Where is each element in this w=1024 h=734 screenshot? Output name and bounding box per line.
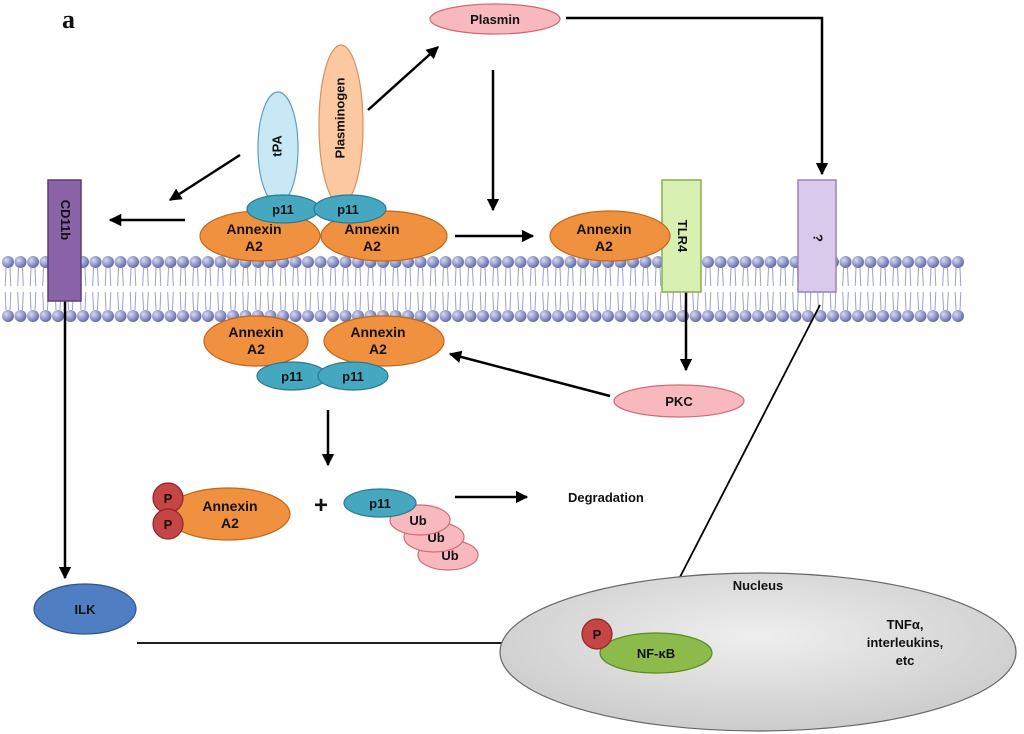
p11-inner-left: p11 bbox=[256, 361, 328, 391]
ub-label: Ub bbox=[409, 513, 426, 528]
pkc-molecule: PKC bbox=[613, 384, 745, 418]
phospho-annexin-a2: Annexin A2 P P bbox=[152, 482, 291, 541]
annexin-label-a2: A2 bbox=[245, 238, 263, 254]
annexin-label-a2: A2 bbox=[363, 238, 381, 254]
ilk-label: ILK bbox=[75, 602, 97, 617]
p11-label: p11 bbox=[272, 202, 294, 217]
cd11b-receptor: CD11b bbox=[47, 179, 82, 302]
annexin-label: Annexin bbox=[344, 221, 399, 237]
annexin-label-a2: A2 bbox=[595, 238, 613, 254]
plasminogen-label: Plasminogen bbox=[332, 77, 347, 158]
phosphate-label: P bbox=[593, 627, 602, 642]
plasmin-shape bbox=[429, 3, 561, 35]
cd11b-bar bbox=[47, 179, 82, 302]
pathway-arrows bbox=[58, 16, 844, 658]
annexin-label: Annexin bbox=[226, 221, 281, 237]
output-line-1: TNFα, bbox=[887, 617, 924, 632]
phosphate-circle bbox=[581, 618, 613, 650]
p11-label: p11 bbox=[342, 369, 364, 384]
annexin-a2-inner-right: Annexin A2 bbox=[323, 315, 445, 367]
arrow-plasminogen-to-plasmin bbox=[367, 46, 439, 111]
pkc-label: PKC bbox=[665, 394, 693, 409]
phosphate-label: P bbox=[164, 517, 173, 532]
ubiquitinated-p11: Ub Ub Ub p11 bbox=[343, 488, 479, 571]
unknown-receptor-bar bbox=[797, 179, 837, 293]
panel-label: a bbox=[62, 5, 75, 34]
phosphate-label: P bbox=[164, 491, 173, 506]
annexin-shape bbox=[323, 315, 445, 367]
annexin-label: Annexin bbox=[228, 324, 283, 340]
p11-outer-right: p11 bbox=[313, 194, 387, 224]
annexin-a2-tlr4-bound: Annexin A2 bbox=[549, 210, 671, 262]
arrow-pkc-to-annexin bbox=[448, 350, 611, 398]
plus-sign: + bbox=[314, 492, 328, 519]
nfkb-shape bbox=[599, 632, 713, 674]
pkc-shape bbox=[613, 384, 745, 418]
annexin-a2-inner-left: Annexin A2 bbox=[203, 315, 309, 367]
annexin-label: Annexin bbox=[576, 221, 631, 237]
p11-shape bbox=[313, 194, 387, 224]
annexin-a2-outer-left: Annexin A2 bbox=[199, 210, 321, 262]
membrane-inner-heads bbox=[2, 310, 964, 322]
p11-shape bbox=[343, 488, 417, 518]
annexin-label-a2: A2 bbox=[247, 341, 265, 357]
cd11b-label: CD11b bbox=[58, 200, 73, 241]
tpa-label: tPA bbox=[269, 135, 284, 157]
plasminogen-molecule: Plasminogen bbox=[318, 44, 364, 206]
arrow-unknown-to-nfkb bbox=[661, 304, 821, 613]
cytokine-output: TNFα, interleukins, etc bbox=[867, 617, 944, 668]
unknown-receptor-label: ? bbox=[811, 234, 826, 242]
tlr4-label: TLR4 bbox=[675, 220, 690, 253]
unknown-receptor: ? bbox=[797, 179, 837, 293]
ilk-molecule: ILK bbox=[33, 583, 137, 635]
p11-inner-right: p11 bbox=[317, 361, 389, 391]
degradation-label: Degradation bbox=[568, 490, 644, 505]
nfkb-label: NF-κB bbox=[637, 646, 675, 661]
plasmin-molecule: Plasmin bbox=[429, 3, 561, 35]
annexin-label: Annexin bbox=[202, 498, 257, 514]
annexin-shape bbox=[203, 315, 309, 367]
p11-label: p11 bbox=[281, 369, 303, 384]
ub-label: Ub bbox=[441, 548, 458, 563]
p11-shape bbox=[317, 361, 389, 391]
p11-outer-left: p11 bbox=[246, 194, 320, 224]
arrow-plasmin-to-unknown bbox=[566, 16, 829, 176]
nfkb-molecule: NF-κB P bbox=[581, 618, 713, 674]
nucleus-label: Nucleus bbox=[733, 578, 784, 593]
nucleus: Nucleus bbox=[499, 572, 1017, 732]
output-line-3: etc bbox=[896, 653, 915, 668]
annexin-label-a2: A2 bbox=[369, 341, 387, 357]
plasmin-label: Plasmin bbox=[470, 12, 520, 27]
ilk-shape bbox=[33, 583, 137, 635]
annexin-shape bbox=[549, 210, 671, 262]
output-line-2: interleukins, bbox=[867, 635, 944, 650]
annexin-label: Annexin bbox=[350, 324, 405, 340]
nucleus-shape bbox=[499, 572, 1017, 732]
annexin-shape bbox=[165, 487, 291, 541]
arrow-tpa-to-cd11b bbox=[168, 153, 241, 202]
phosphate-circle bbox=[152, 508, 184, 540]
annexin-label-a2: A2 bbox=[221, 515, 239, 531]
p11-label: p11 bbox=[337, 202, 359, 217]
p11-label: p11 bbox=[369, 496, 391, 511]
tpa-molecule: tPA bbox=[257, 91, 299, 205]
